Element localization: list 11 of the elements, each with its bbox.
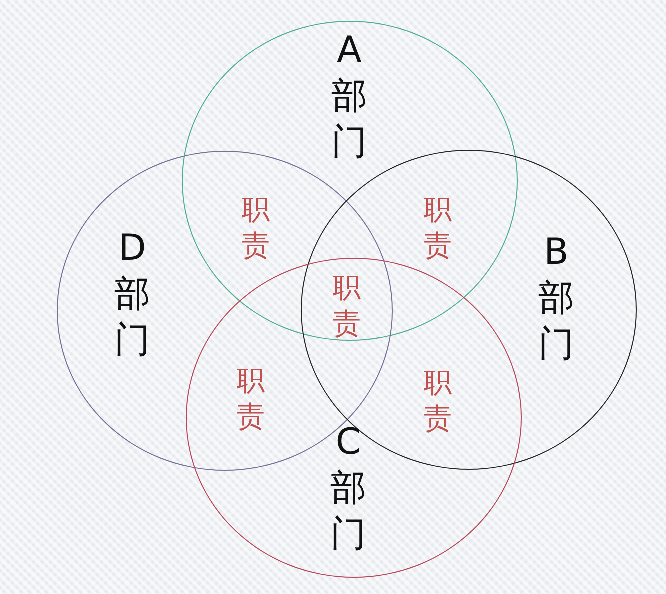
department-label: B部门 [538,230,576,366]
department-label: D部门 [114,226,152,362]
overlap-label: 职责 [241,192,271,264]
department-label: C部门 [330,420,368,556]
department-label: A部门 [330,28,368,164]
overlap-label: 职责 [236,363,266,435]
overlap-label: 职责 [332,270,362,342]
overlap-label: 职责 [423,365,453,437]
venn-circle [186,258,522,578]
overlap-label: 职责 [423,192,453,264]
venn-circle [182,21,518,341]
